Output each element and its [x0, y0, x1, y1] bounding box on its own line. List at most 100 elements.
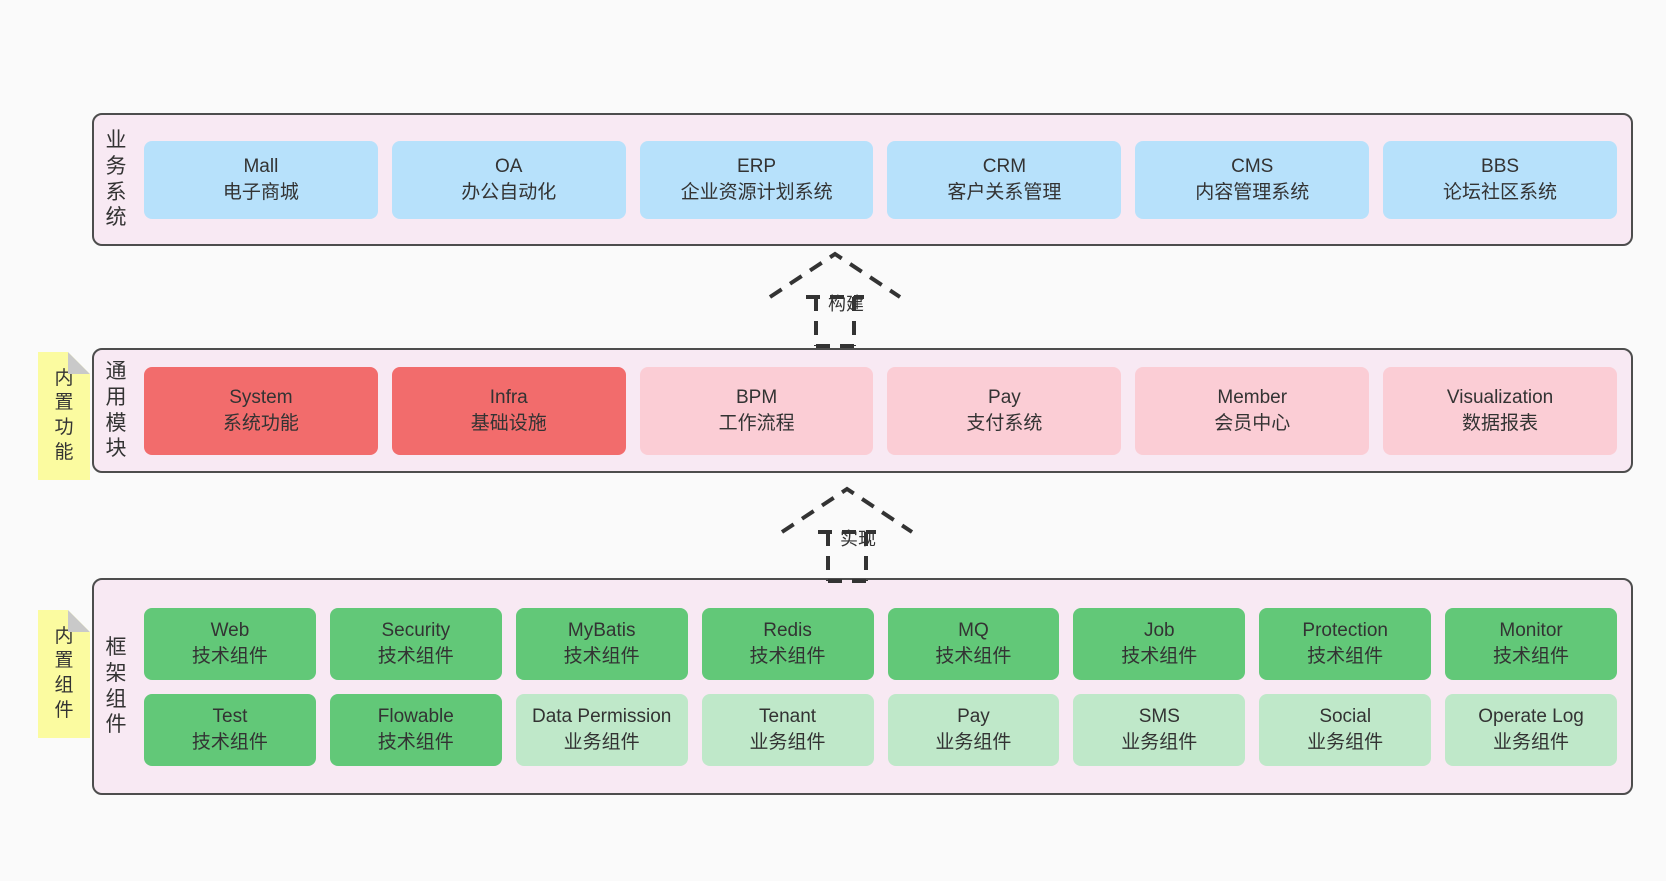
card-subtitle: 技术组件 [377, 645, 454, 667]
card-pay[interactable]: Pay 支付系统 [887, 366, 1122, 455]
card-subtitle: 办公自动化 [461, 181, 557, 203]
card-infra[interactable]: Infra 基础设施 [391, 366, 626, 455]
card-subtitle: 数据报表 [1462, 412, 1539, 434]
card-subtitle: 支付系统 [966, 412, 1043, 434]
card-subtitle: 基础设施 [470, 412, 547, 434]
card-subtitle: 技术组件 [191, 645, 268, 667]
card-job[interactable]: Job 技术组件 [1073, 607, 1246, 680]
card-subtitle: 技术组件 [1121, 645, 1198, 667]
card-protection[interactable]: Protection 技术组件 [1259, 607, 1432, 680]
card-erp[interactable]: ERP 企业资源计划系统 [639, 140, 874, 219]
card-subtitle: 业务组件 [1493, 731, 1570, 753]
card-title: System [229, 387, 293, 409]
card-monitor[interactable]: Monitor 技术组件 [1445, 607, 1617, 680]
card-title: Job [1143, 620, 1175, 642]
card-title: MQ [958, 620, 989, 642]
connector-label-build: 构建 [828, 294, 864, 314]
layer-title-framework-component: 框 架 组 件 [105, 636, 127, 737]
card-crm[interactable]: CRM 客户关系管理 [887, 140, 1122, 219]
card-title: MyBatis [567, 620, 636, 642]
card-title: Monitor [1499, 620, 1563, 642]
note-fold-corner [68, 352, 90, 374]
card-title: Operate Log [1478, 706, 1584, 728]
card-row: Mall 电子商城 OA 办公自动化 ERP 企业资源计划系统 CRM 客户关系管理 CMS 内容… [144, 140, 1617, 219]
card-mall[interactable]: Mall 电子商城 [144, 140, 378, 219]
card-title: Test [212, 706, 248, 728]
card-member[interactable]: Member 会员中心 [1135, 366, 1370, 455]
card-redis[interactable]: Redis 技术组件 [701, 607, 874, 680]
layer-body-business-system: Mall 电子商城 OA 办公自动化 ERP 企业资源计划系统 CRM 客户关系管理 CMS 内容… [138, 115, 1631, 244]
card-subtitle: 业务组件 [935, 731, 1012, 753]
connector-implement: 实现 [772, 486, 922, 583]
card-tenant[interactable]: Tenant 业务组件 [701, 693, 874, 766]
card-system[interactable]: System 系统功能 [144, 366, 378, 455]
note-common-module: 内 置 功 能 [38, 352, 90, 480]
card-title: Member [1217, 387, 1288, 409]
card-flowable[interactable]: Flowable 技术组件 [329, 693, 502, 766]
card-security[interactable]: Security 技术组件 [329, 607, 502, 680]
card-title: Redis [763, 620, 812, 642]
note-fold-corner [68, 610, 90, 632]
card-subtitle: 系统功能 [222, 412, 299, 434]
layer-title-common-module: 通 用 模 块 [105, 360, 127, 461]
card-title: Flowable [377, 706, 454, 728]
note-label: 内 置 功 能 [54, 367, 74, 463]
card-subtitle: 技术组件 [377, 731, 454, 753]
card-subtitle: 工作流程 [718, 412, 795, 434]
card-subtitle: 业务组件 [563, 731, 640, 753]
card-title: OA [495, 156, 523, 178]
card-title: Data Permission [531, 706, 672, 728]
card-title: Mall [243, 156, 279, 178]
card-title: Visualization [1446, 387, 1554, 409]
card-operate-log[interactable]: Operate Log 业务组件 [1445, 693, 1617, 766]
card-title: Pay [957, 706, 990, 728]
card-subtitle: 论坛社区系统 [1443, 181, 1558, 203]
card-subtitle: 会员中心 [1214, 412, 1291, 434]
card-title: Web [210, 620, 250, 642]
connector-label-implement: 实现 [840, 529, 876, 549]
connector-build: 构建 [760, 251, 910, 348]
card-title: Tenant [759, 706, 817, 728]
card-subtitle: 企业资源计划系统 [680, 181, 833, 203]
card-subtitle: 客户关系管理 [947, 181, 1062, 203]
card-pay[interactable]: Pay 业务组件 [887, 693, 1060, 766]
card-title: Security [381, 620, 451, 642]
card-visualization[interactable]: Visualization 数据报表 [1383, 366, 1617, 455]
card-title: Infra [489, 387, 528, 409]
card-title: CRM [982, 156, 1027, 178]
card-web[interactable]: Web 技术组件 [144, 607, 316, 680]
card-subtitle: 技术组件 [1493, 645, 1570, 667]
card-subtitle: 业务组件 [749, 731, 826, 753]
card-test[interactable]: Test 技术组件 [144, 693, 316, 766]
card-subtitle: 技术组件 [191, 731, 268, 753]
card-data-permission[interactable]: Data Permission 业务组件 [515, 693, 688, 766]
card-subtitle: 技术组件 [749, 645, 826, 667]
card-subtitle: 内容管理系统 [1195, 181, 1310, 203]
card-cms[interactable]: CMS 内容管理系统 [1135, 140, 1370, 219]
card-subtitle: 技术组件 [1307, 645, 1384, 667]
note-framework-component: 内 置 组 件 [38, 610, 90, 738]
card-title: SMS [1138, 706, 1180, 728]
card-title: Pay [988, 387, 1021, 409]
card-title: ERP [737, 156, 777, 178]
card-title: CMS [1231, 156, 1274, 178]
generalization-arrow-icon [780, 486, 914, 583]
card-oa[interactable]: OA 办公自动化 [391, 140, 626, 219]
card-subtitle: 电子商城 [222, 181, 299, 203]
card-title: Protection [1302, 620, 1388, 642]
